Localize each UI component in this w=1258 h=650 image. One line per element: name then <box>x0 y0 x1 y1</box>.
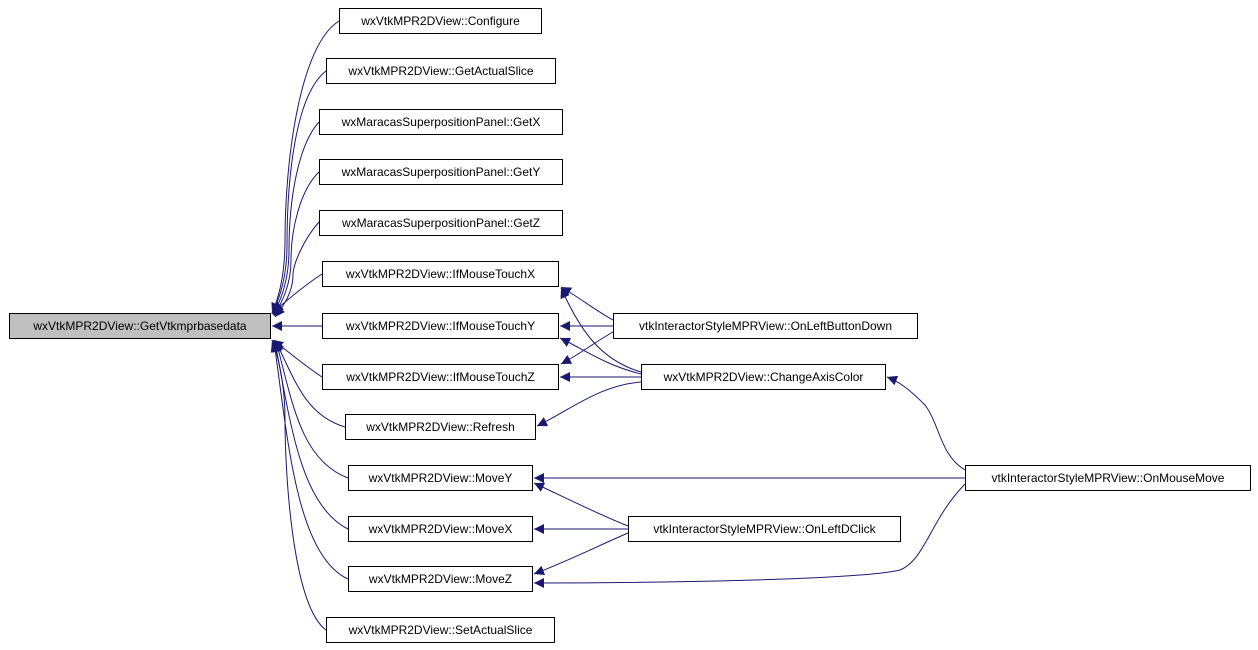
node-label: wxVtkMPR2DView::ChangeAxisColor <box>663 370 864 384</box>
node-label: wxVtkMPR2DView::GetVtkmprbasedata <box>32 319 247 333</box>
call-edge-gety-to-root <box>273 171 320 317</box>
node-onmousemove[interactable]: vtkInteractorStyleMPRView::OnMouseMove <box>965 465 1251 491</box>
call-edge-changeaxiscolor-to-ifmousetouchx <box>560 287 642 373</box>
node-box <box>348 566 533 592</box>
node-label: wxVtkMPR2DView::IfMouseTouchZ <box>345 370 535 384</box>
node-movey[interactable]: wxVtkMPR2DView::MoveY <box>348 465 533 491</box>
node-box <box>322 313 559 339</box>
node-label: wxMaracasSuperpositionPanel::GetZ <box>341 216 540 230</box>
call-edge-changeaxiscolor-to-ifmousetouchy <box>559 337 642 375</box>
call-edge-onleftdclick-to-movez <box>533 532 629 576</box>
node-box <box>348 516 533 542</box>
node-box <box>319 159 563 185</box>
node-box <box>326 617 555 643</box>
call-edges <box>270 20 966 631</box>
node-label: vtkInteractorStyleMPRView::OnLeftDClick <box>653 522 876 536</box>
node-label: wxVtkMPR2DView::SetActualSlice <box>348 623 533 637</box>
node-label: wxVtkMPR2DView::GetActualSlice <box>347 64 534 78</box>
call-edge-refresh-to-root <box>274 339 346 428</box>
node-ifmousetouchy[interactable]: wxVtkMPR2DView::IfMouseTouchY <box>322 313 559 339</box>
call-edge-getactualslice-to-root <box>271 70 327 315</box>
call-edge-onmousemove-to-changeaxiscolor <box>886 375 966 471</box>
call-edge-movez-to-root <box>270 341 349 580</box>
node-box <box>326 58 556 84</box>
node-box <box>345 414 536 440</box>
node-onleftbuttondown[interactable]: vtkInteractorStyleMPRView::OnLeftButtonD… <box>613 313 918 339</box>
call-edge-onmousemove-to-movez <box>533 483 966 588</box>
node-box <box>319 210 563 236</box>
node-label: wxVtkMPR2DView::MoveX <box>368 522 513 536</box>
node-ifmousetouchz[interactable]: wxVtkMPR2DView::IfMouseTouchZ <box>322 364 559 390</box>
node-box <box>339 8 542 34</box>
node-getx[interactable]: wxMaracasSuperpositionPanel::GetX <box>319 109 563 135</box>
node-getactualslice[interactable]: wxVtkMPR2DView::GetActualSlice <box>326 58 556 84</box>
node-label: vtkInteractorStyleMPRView::OnLeftButtonD… <box>639 319 892 333</box>
call-edge-getx-to-root <box>272 121 320 316</box>
node-ifmousetouchx[interactable]: wxVtkMPR2DView::IfMouseTouchX <box>322 261 559 287</box>
node-box <box>9 313 271 339</box>
node-box <box>322 364 559 390</box>
node-movez[interactable]: wxVtkMPR2DView::MoveZ <box>348 566 533 592</box>
node-box <box>641 364 886 390</box>
node-label: wxVtkMPR2DView::Refresh <box>365 420 515 434</box>
node-label: wxVtkMPR2DView::MoveZ <box>368 572 512 586</box>
node-setactualslice[interactable]: wxVtkMPR2DView::SetActualSlice <box>326 617 555 643</box>
node-label: wxVtkMPR2DView::IfMouseTouchY <box>345 319 535 333</box>
function-nodes: wxVtkMPR2DView::GetVtkmprbasedatawxVtkMP… <box>9 8 1251 643</box>
node-label: wxVtkMPR2DView::Configure <box>360 14 520 28</box>
node-box <box>348 465 533 491</box>
call-edge-getz-to-root <box>274 221 320 318</box>
call-edge-onleftbuttondown-to-ifmousetouchz <box>560 331 614 365</box>
node-label: wxMaracasSuperpositionPanel::GetX <box>341 115 541 129</box>
node-movex[interactable]: wxVtkMPR2DView::MoveX <box>348 516 533 542</box>
node-getz[interactable]: wxMaracasSuperpositionPanel::GetZ <box>319 210 563 236</box>
call-edge-movey-to-root <box>273 340 349 479</box>
node-label: wxVtkMPR2DView::MoveY <box>368 471 513 485</box>
node-box <box>965 465 1251 491</box>
node-box <box>319 109 563 135</box>
node-box <box>322 261 559 287</box>
call-edge-changeaxiscolor-to-refresh <box>536 381 642 427</box>
call-edge-onleftdclick-to-movey <box>533 482 629 527</box>
call-edge-setactualslice-to-root <box>271 339 327 631</box>
call-edge-ifmousetouchx-to-root <box>272 273 323 313</box>
node-gety[interactable]: wxMaracasSuperpositionPanel::GetY <box>319 159 563 185</box>
node-onleftdclick[interactable]: vtkInteractorStyleMPRView::OnLeftDClick <box>628 516 901 542</box>
node-label: vtkInteractorStyleMPRView::OnMouseMove <box>992 471 1225 485</box>
node-label: wxMaracasSuperpositionPanel::GetY <box>341 165 541 179</box>
node-refresh[interactable]: wxVtkMPR2DView::Refresh <box>345 414 536 440</box>
node-root[interactable]: wxVtkMPR2DView::GetVtkmprbasedata <box>9 313 271 339</box>
node-configure[interactable]: wxVtkMPR2DView::Configure <box>339 8 542 34</box>
node-changeaxiscolor[interactable]: wxVtkMPR2DView::ChangeAxisColor <box>641 364 886 390</box>
node-label: wxVtkMPR2DView::IfMouseTouchX <box>345 267 535 281</box>
node-box <box>613 313 918 339</box>
call-edge-configure-to-root <box>271 20 340 314</box>
node-box <box>628 516 901 542</box>
